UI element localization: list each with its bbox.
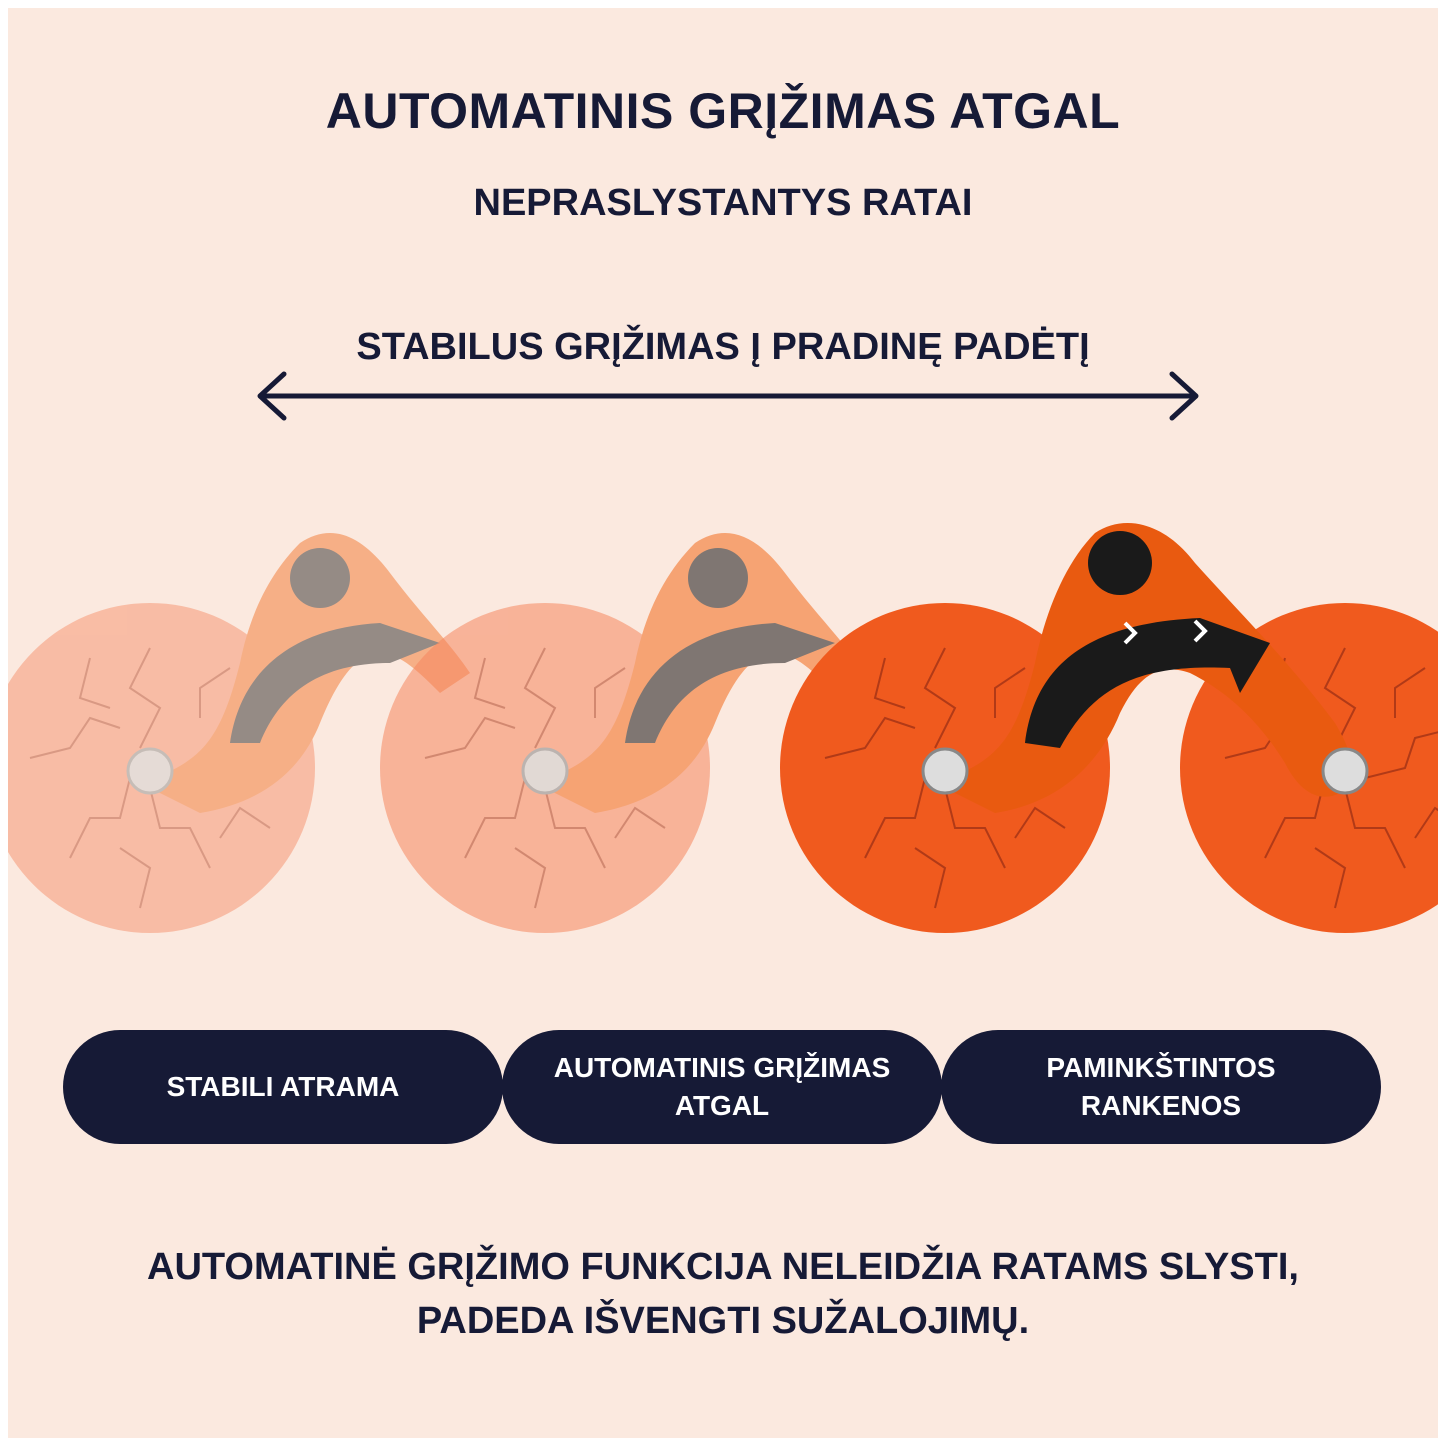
page-title: AUTOMATINIS GRĮŽIMAS ATGAL: [325, 83, 1121, 139]
footer-line-1: AUTOMATINĖ GRĮŽIMO FUNKCIJA NELEIDŽIA RA…: [147, 1246, 1299, 1288]
roller-ghost-1: [8, 533, 470, 933]
feature-pill-auto-return: AUTOMATINIS GRĮŽIMAS ATGAL: [502, 1030, 942, 1144]
footer-description: AUTOMATINĖ GRĮŽIMO FUNKCIJA NELEIDŽIA RA…: [8, 1240, 1438, 1348]
ab-roller-illustration: [8, 523, 1438, 933]
roller-main: [780, 523, 1438, 933]
roller-ghost-2: [380, 533, 865, 933]
double-arrow-icon: [257, 371, 1199, 421]
footer-line-2: PADEDA IŠVENGTI SUŽALOJIMŲ.: [416, 1300, 1030, 1342]
motion-label: STABILUS GRĮŽIMAS Į PRADINĘ PADĖTĮ: [356, 326, 1090, 368]
page-subtitle: NEPRASLYSTANTYS RATAI: [473, 182, 973, 224]
feature-pill-padded-handles: PAMINKŠTINTOS RANKENOS: [941, 1030, 1381, 1144]
product-banner: AUTOMATINIS GRĮŽIMAS ATGAL NEPRASLYSTANT…: [8, 8, 1438, 1438]
feature-pill-stability: STABILI ATRAMA: [63, 1030, 503, 1144]
